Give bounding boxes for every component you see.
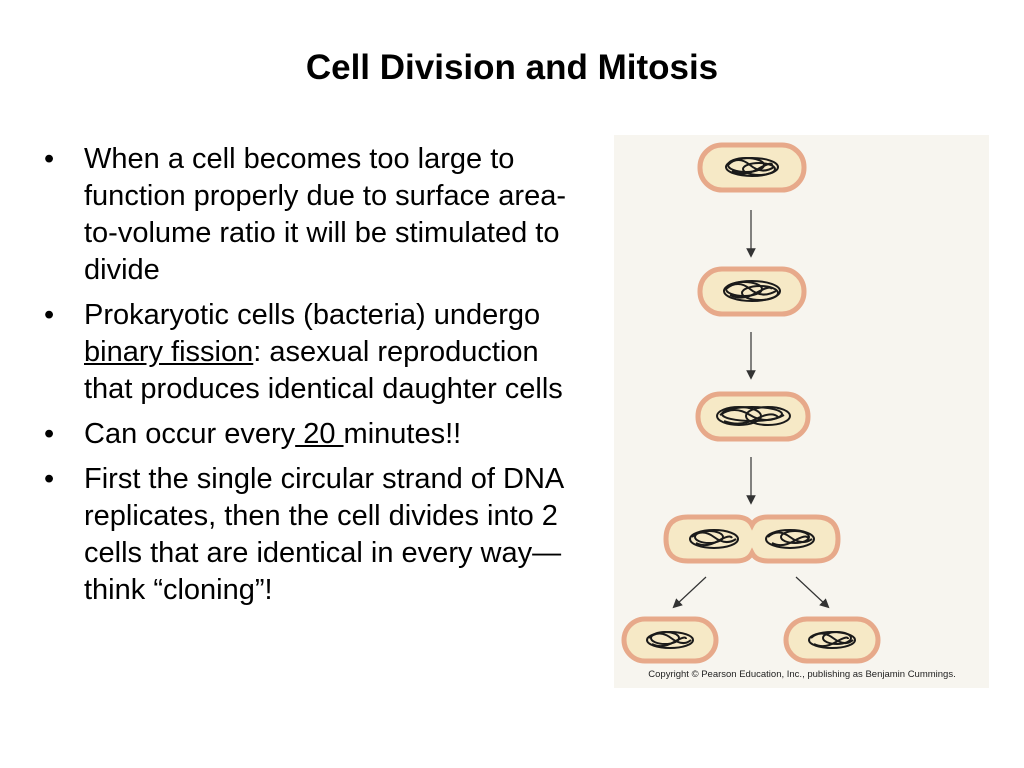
copyright-caption: Copyright © Pearson Education, Inc., pub…: [648, 669, 956, 680]
dna-icon: [725, 157, 779, 177]
cell-stage-2: [697, 266, 807, 317]
bullet-marker: •: [44, 463, 55, 495]
diagram-svg: [621, 142, 881, 664]
bullet-list: • When a cell becomes too large to funct…: [44, 141, 584, 617]
bullet-item: • First the single circular strand of DN…: [44, 461, 584, 609]
dna-icon: [808, 631, 856, 649]
daughter-cell-right: [783, 616, 881, 664]
bullet-text: First the single circular strand of DNA …: [84, 463, 563, 606]
bullet-item: • When a cell becomes too large to funct…: [44, 141, 584, 289]
binary-fission-diagram: Copyright © Pearson Education, Inc., pub…: [614, 135, 989, 688]
dna-icon: [689, 529, 739, 549]
bullet-text: When a cell becomes too large to functio…: [84, 143, 566, 286]
bullet-text-end: minutes!!: [343, 418, 462, 450]
dna-icon: [646, 631, 694, 649]
arrow-down-left-icon: [672, 576, 707, 609]
bullet-marker: •: [44, 418, 55, 450]
binary-fission-term: binary fission: [84, 336, 254, 368]
bullet-item: • Can occur every 20 minutes!!: [44, 416, 584, 453]
slide-title: Cell Division and Mitosis: [305, 48, 719, 87]
bullet-text-end: : asexual reproduction that produces ide…: [84, 336, 563, 405]
cell-stage-1: [697, 142, 807, 193]
bullet-marker: •: [44, 299, 55, 331]
bullet-text-start: Prokaryotic cells (bacteria) undergo: [84, 299, 541, 331]
arrow-down-right-icon: [795, 576, 830, 609]
bullet-item: • Prokaryotic cells (bacteria) undergo b…: [44, 297, 584, 408]
daughter-cell-left: [621, 616, 719, 664]
dna-icon: [765, 529, 815, 549]
bullet-marker: •: [44, 143, 55, 175]
dna-icon: [723, 280, 781, 302]
division-interval: 20: [295, 418, 344, 450]
cell-stage-3: [695, 391, 811, 442]
cell-stage-4-dividing: [663, 514, 841, 564]
bullet-text-start: Can occur every: [84, 418, 296, 450]
dna-icon: [716, 406, 791, 426]
